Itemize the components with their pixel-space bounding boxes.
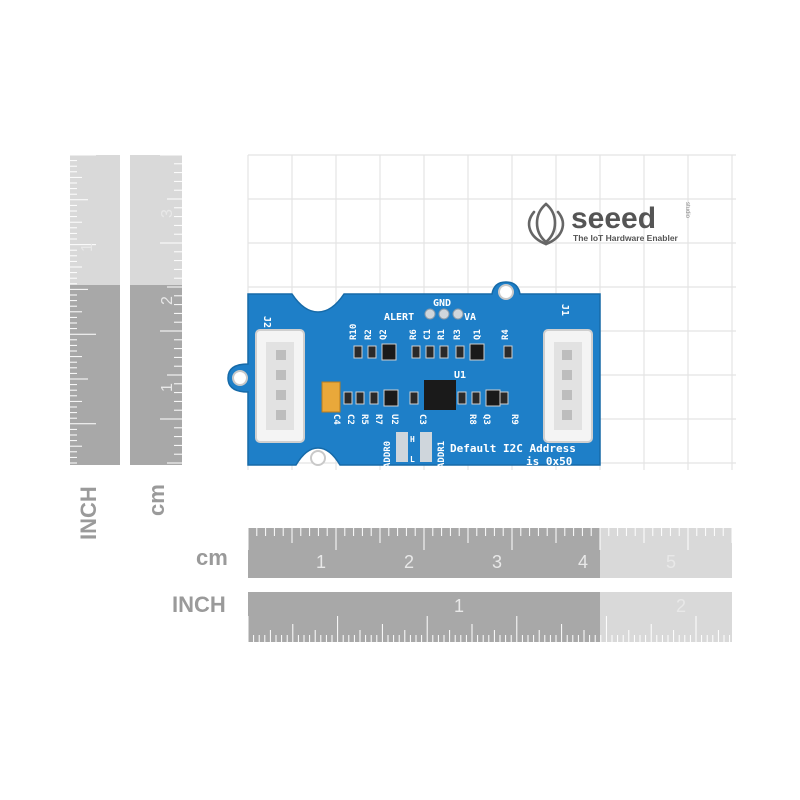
transistor [469, 343, 485, 361]
silk-label-bottom: R9 [509, 414, 519, 425]
vertical-cm-ruler: 3 2 1 cm [130, 154, 182, 516]
vertical-cm-number-1: 1 [159, 383, 176, 392]
resistor [369, 391, 379, 405]
resistor [409, 391, 419, 405]
resistor [499, 391, 509, 405]
jumper-pads-addr0 [396, 432, 408, 462]
silk-label-bottom: C4 [331, 414, 341, 425]
silk-label-top: C1 [423, 329, 433, 340]
horizontal-inch-ruler: 1 2 INCH [172, 592, 732, 642]
silk-label-top: R1 [437, 329, 447, 340]
vertical-cm-number-2: 2 [159, 296, 176, 305]
silk-label-bottom: C3 [417, 414, 427, 425]
connector-j2 [255, 329, 305, 443]
vertical-cm-number-3: 3 [159, 209, 176, 218]
silk-label-top: R10 [349, 324, 359, 340]
silkscreen-bottom-labels: C4 C2 R5 R7 U2 C3 R8 Q3 R9 [331, 414, 519, 425]
resistor [411, 345, 421, 359]
note-address-value: is 0x50 [526, 455, 572, 468]
label-u1: U1 [454, 370, 466, 381]
resistor [457, 391, 467, 405]
label-j2: J2 [261, 316, 272, 328]
resistor [455, 345, 465, 359]
resistor [343, 391, 353, 405]
silk-label-top: R2 [364, 329, 374, 340]
label-j1: J1 [559, 304, 570, 316]
seeed-logo: seeed The IoT Hardware Enabler studio [527, 202, 690, 246]
pad-alert [424, 308, 436, 320]
brand-side-text: studio [684, 202, 690, 219]
mount-hole-bottom [310, 450, 326, 466]
transistor [381, 343, 397, 361]
pad-gnd [438, 308, 450, 320]
horizontal-inch-unit: INCH [172, 592, 226, 617]
pad-va [452, 308, 464, 320]
silk-label-top: Q1 [473, 329, 483, 340]
label-addr1: ADDR1 [437, 441, 447, 468]
mount-hole-top [498, 284, 514, 300]
horizontal-inch-number-2: 2 [676, 596, 686, 616]
seeed-leaf-icon [527, 202, 565, 246]
vertical-cm-unit: cm [144, 484, 169, 516]
capacitor-c4 [321, 381, 341, 413]
silk-label-top: R4 [501, 329, 511, 340]
pcb-outline [227, 281, 601, 466]
resistor [367, 345, 377, 359]
label-gnd: GND [433, 298, 451, 309]
silk-label-top: R6 [409, 329, 419, 340]
silkscreen-top-labels: R10 R2 Q2 R6 C1 R1 R3 Q1 R4 [349, 324, 511, 340]
label-jumper-h: H [410, 435, 415, 444]
mount-hole-left [232, 370, 248, 386]
silk-label-top: R3 [453, 329, 463, 340]
resistor [503, 345, 513, 359]
resistor [439, 345, 449, 359]
horizontal-cm-number-5: 5 [666, 552, 676, 572]
label-addr0: ADDR0 [383, 441, 393, 468]
connector-j1 [543, 329, 593, 443]
horizontal-cm-number-2: 2 [404, 552, 414, 572]
resistor [471, 391, 481, 405]
silk-label-bottom: R5 [359, 414, 369, 425]
transistor [383, 389, 399, 407]
resistor [353, 345, 363, 359]
silk-label-bottom: C2 [345, 414, 355, 425]
horizontal-cm-unit: cm [196, 545, 228, 570]
horizontal-cm-ruler: 1 2 3 4 5 cm [196, 528, 733, 578]
chip-u1 [424, 380, 456, 410]
silk-label-bottom: R8 [467, 414, 477, 425]
resistor [425, 345, 435, 359]
brand-name: seeed [571, 202, 656, 235]
horizontal-inch-number-1: 1 [454, 596, 464, 616]
vertical-inch-ruler: 1 INCH [70, 154, 120, 540]
silk-label-bottom: Q3 [481, 414, 491, 425]
note-default-address: Default I2C Address [450, 442, 576, 455]
transistor [485, 389, 501, 407]
silk-label-bottom: R7 [373, 414, 383, 425]
horizontal-cm-number-4: 4 [578, 552, 588, 572]
brand-tagline: The IoT Hardware Enabler [573, 233, 679, 243]
label-va: VA [464, 312, 476, 323]
silk-label-bottom: U2 [389, 414, 399, 425]
horizontal-cm-number-1: 1 [316, 552, 326, 572]
jumper-pads-addr1 [420, 432, 432, 462]
vertical-inch-unit: INCH [76, 486, 101, 540]
label-jumper-l: L [410, 455, 415, 464]
vertical-inch-number-1: 1 [79, 243, 96, 252]
label-alert: ALERT [384, 312, 414, 323]
silk-label-top: Q2 [379, 329, 389, 340]
smd-components [343, 343, 513, 407]
horizontal-cm-number-3: 3 [492, 552, 502, 572]
resistor [355, 391, 365, 405]
